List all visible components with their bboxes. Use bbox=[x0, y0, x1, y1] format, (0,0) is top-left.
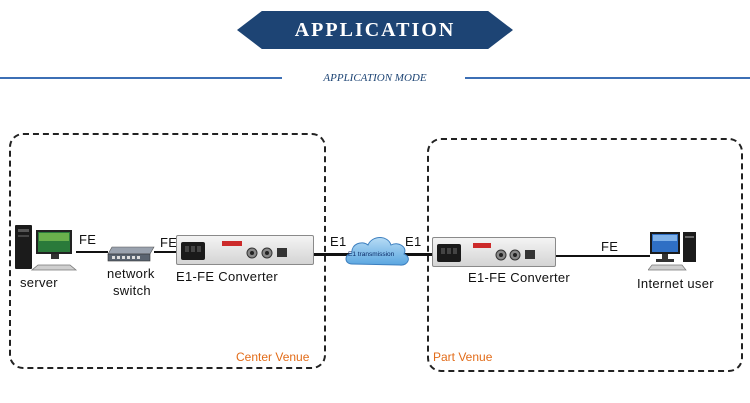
server-icon bbox=[15, 225, 78, 271]
converter-front-panel-icon bbox=[437, 243, 535, 262]
switch-label-line1: network bbox=[107, 266, 155, 281]
link-switch-converter bbox=[154, 251, 176, 253]
computer-icon bbox=[648, 232, 696, 271]
network-switch-icon bbox=[107, 246, 155, 262]
server-label: server bbox=[20, 275, 58, 290]
divider-right bbox=[465, 77, 750, 79]
e1-fe-converter-center bbox=[176, 235, 314, 265]
application-banner: APPLICATION bbox=[237, 11, 513, 49]
part-venue-label: Part Venue bbox=[431, 350, 495, 364]
e1-label-right: E1 bbox=[405, 234, 422, 249]
converter-part-label: E1-FE Converter bbox=[468, 270, 571, 285]
banner-title: APPLICATION bbox=[294, 18, 456, 41]
internet-user-label: Internet user bbox=[637, 276, 714, 291]
fe-label-2: FE bbox=[160, 235, 178, 250]
e1-label-left: E1 bbox=[330, 234, 347, 249]
converter-center-label: E1-FE Converter bbox=[176, 269, 279, 284]
cloud-label: E1 transmission bbox=[348, 251, 395, 258]
converter-front-panel-icon bbox=[181, 241, 287, 260]
link-e1-right bbox=[398, 253, 432, 256]
fe-label-1: FE bbox=[79, 232, 97, 247]
divider-left bbox=[0, 77, 282, 79]
link-e1-left bbox=[314, 253, 360, 256]
link-converter-user bbox=[556, 255, 650, 257]
link-server-switch bbox=[76, 251, 108, 253]
application-mode-subtitle: APPLICATION MODE bbox=[323, 72, 427, 84]
center-venue-box bbox=[9, 133, 326, 369]
cloud-icon bbox=[345, 237, 409, 266]
fe-label-3: FE bbox=[601, 239, 619, 254]
e1-fe-converter-part bbox=[432, 237, 556, 267]
switch-label-line2: switch bbox=[113, 283, 151, 298]
center-venue-label: Center Venue bbox=[234, 350, 312, 364]
